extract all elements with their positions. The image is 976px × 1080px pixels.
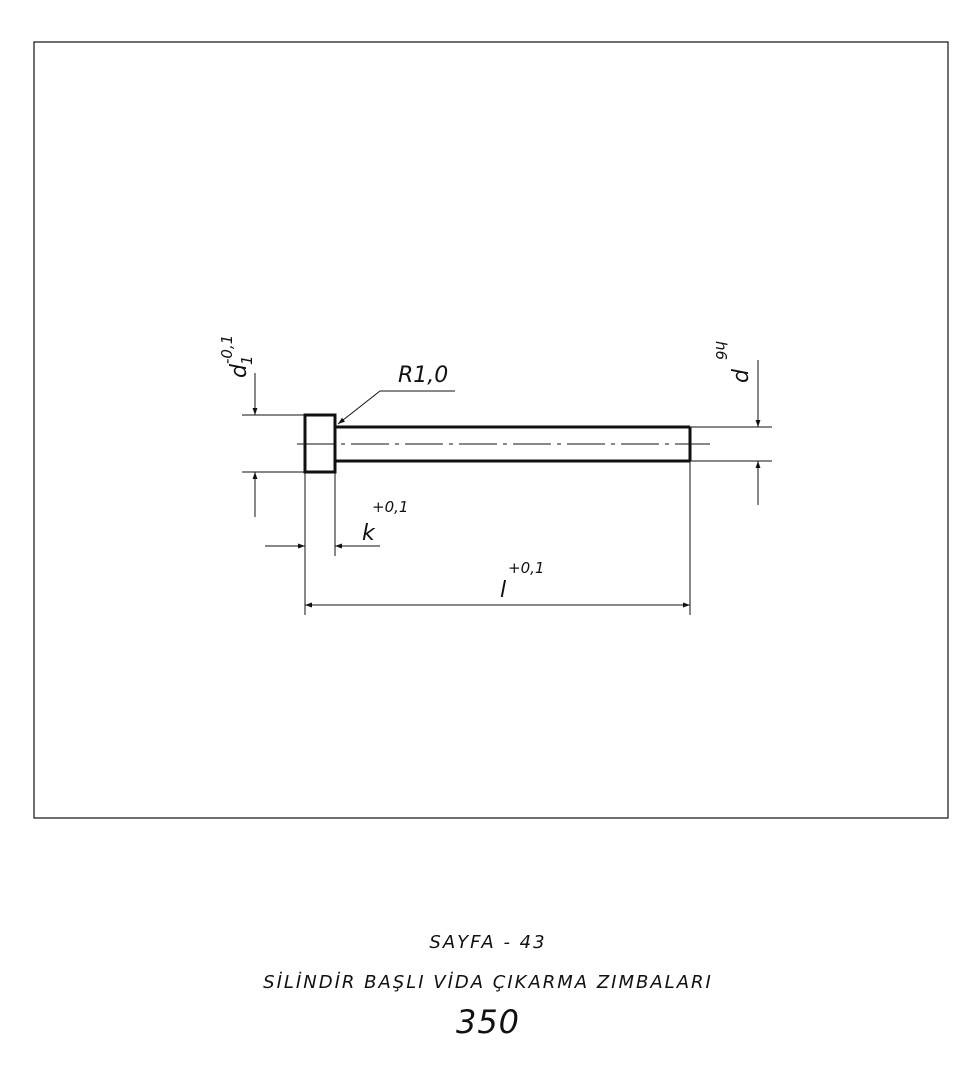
radius-label: R1,0: [398, 363, 448, 388]
radius-leader: [337, 390, 455, 425]
k-label: k: [362, 521, 376, 546]
svg-text:1: 1: [238, 355, 256, 365]
l-tolerance: +0,1: [508, 559, 544, 577]
punch-part: [297, 413, 710, 474]
drawing-frame: [33, 41, 949, 819]
part-number: 350: [455, 1003, 521, 1041]
d-label: d h6: [712, 341, 754, 383]
dimension-d: [690, 360, 772, 505]
svg-text:d: d: [729, 368, 754, 383]
dimension-d1: [242, 373, 305, 517]
svg-text:d: d: [227, 363, 252, 378]
dimension-k: [265, 472, 380, 556]
k-tolerance: +0,1: [372, 498, 408, 516]
page-number: SAYFA - 43: [429, 932, 547, 953]
drawing-title: SİLİNDİR BAŞLI VİDA ÇIKARMA ZIMBALARI: [263, 972, 713, 993]
svg-text:h6: h6: [712, 341, 730, 360]
dimension-l: [304, 461, 691, 615]
l-label: l: [500, 578, 506, 603]
svg-text:-0,1: -0,1: [218, 335, 236, 364]
d1-label: d 1 -0,1: [218, 335, 256, 378]
